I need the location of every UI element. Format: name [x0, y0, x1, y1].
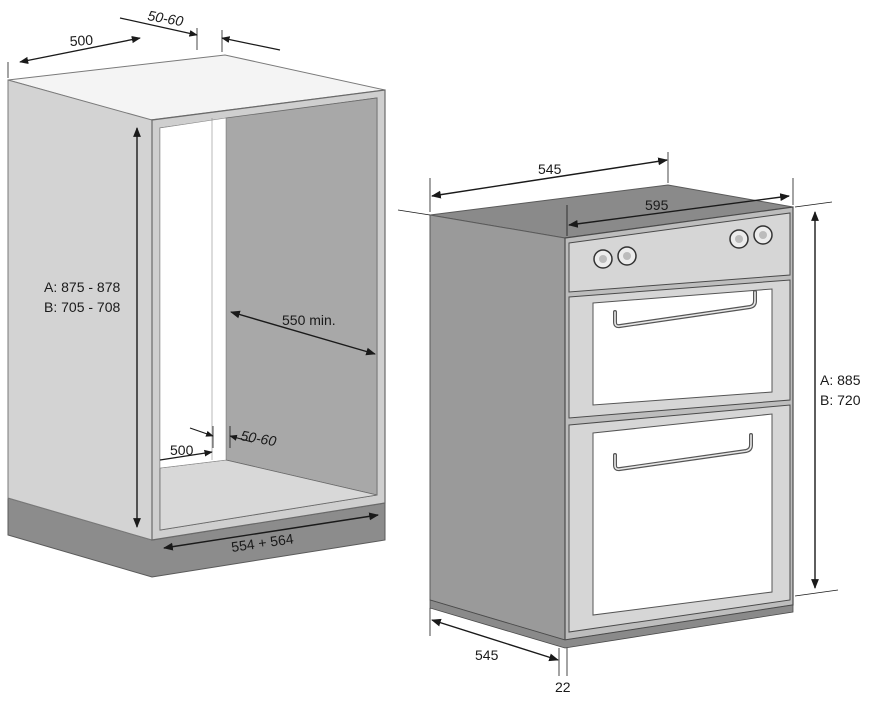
cabinet-top-depth-label: 500 [69, 32, 93, 49]
oven-side [429, 214, 566, 641]
oven-height-b-label: B: 720 [820, 392, 861, 408]
cabinet-inner-wall [159, 117, 227, 469]
cabinet-height-a-label: A: 875 - 878 [44, 279, 120, 295]
cabinet-inner-depth-label: 550 min. [282, 312, 336, 328]
oven-front-width-label: 595 [645, 197, 669, 213]
oven-top-depth-label: 545 [538, 161, 562, 177]
cabinet-bottom-depth-label: 500 [170, 442, 194, 458]
oven-bottom-depth-label: 545 [475, 647, 499, 663]
cabinet-top-gap-label: 50-60 [146, 7, 184, 29]
oven-front-thickness-label: 22 [555, 679, 571, 695]
cabinet-dimensions [7, 17, 379, 551]
cabinet-unit [7, 54, 386, 578]
upper-door-window [592, 288, 773, 406]
oven-unit [429, 184, 794, 649]
oven-dimensions [397, 152, 839, 676]
cabinet-bottom-gap-label: 50-60 [239, 427, 277, 449]
cabinet-height-b-label: B: 705 - 708 [44, 299, 120, 315]
oven-height-a-label: A: 885 [820, 372, 861, 388]
lower-door-window [592, 413, 773, 616]
